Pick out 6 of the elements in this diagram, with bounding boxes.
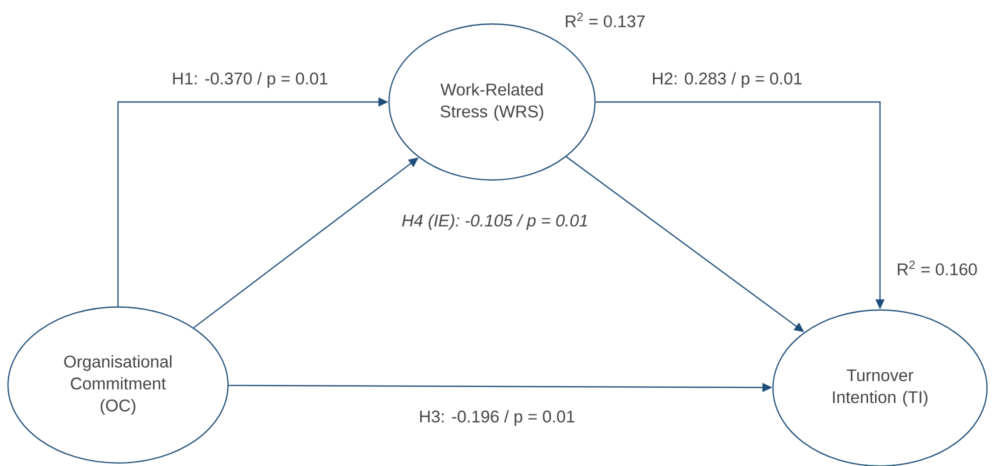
edge-label: H3: -0.196 / p = 0.01 <box>418 409 576 427</box>
r-squared-label: R$^{2}$ = 0.160 <box>898 260 977 276</box>
edge-label: H1: -0.370 / p = 0.01 <box>170 71 330 89</box>
edge-label: H2: 0.283 / p = 0.01 <box>650 71 804 89</box>
ellipse-node: Organisational Commitment (OC) <box>7 306 229 464</box>
effect-label: H4 (IE): -0.105 / p = 0.01 <box>402 214 587 230</box>
